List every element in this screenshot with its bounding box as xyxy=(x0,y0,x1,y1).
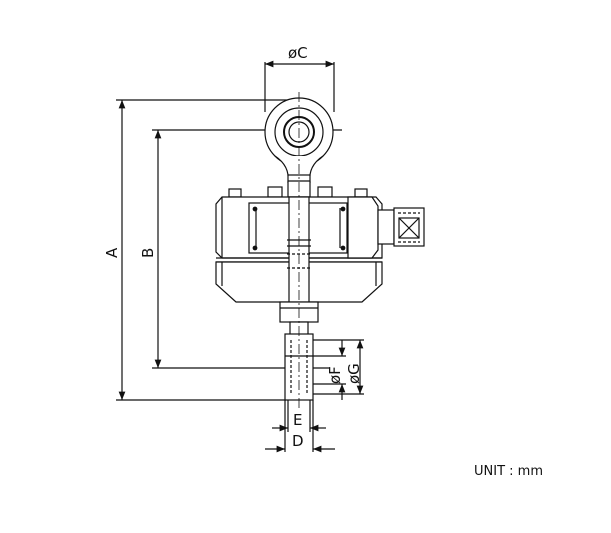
dimension-c xyxy=(264,60,335,112)
top-bolts xyxy=(228,186,368,198)
label-g: øG xyxy=(345,363,363,384)
dimension-a xyxy=(116,99,300,401)
label-c: øC xyxy=(288,44,308,62)
dimension-d xyxy=(265,400,335,453)
unit-label: UNIT : mm xyxy=(474,464,543,479)
side-connector xyxy=(347,196,425,259)
label-b: B xyxy=(139,248,157,258)
label-f: øF xyxy=(326,366,344,384)
label-a: A xyxy=(103,247,121,258)
label-e: E xyxy=(293,411,302,429)
dimension-f xyxy=(313,340,346,400)
label-d: D xyxy=(292,432,304,450)
dimension-g xyxy=(313,339,364,395)
